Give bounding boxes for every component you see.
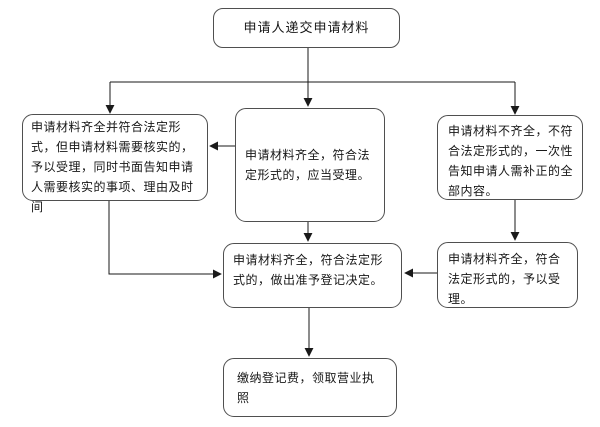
node-should-accept-label: 申请材料齐全，符合法定形式的，应当受理。 [245,148,371,182]
node-pay-fee-get-license-label: 缴纳登记费，领取营业执照 [237,371,375,405]
node-accept-with-verification: 申请材料齐全并符合法定形式，但申请材料需要核实的，予以受理，同时书面告知申请人需… [22,114,208,214]
node-grant-acceptance: 申请材料齐全，符合法定形式的，予以受理。 [437,242,578,308]
node-pay-fee-get-license: 缴纳登记费，领取营业执照 [223,358,397,417]
node-grant-acceptance-label: 申请材料齐全，符合法定形式的，予以受理。 [448,252,561,306]
connector-verify-to-decision [108,201,222,279]
node-registration-decision-label: 申请材料齐全，符合法定形式的，做出准予登记决定。 [233,253,384,287]
node-accept-with-verification-label: 申请材料齐全并符合法定形式，但申请材料需要核实的，予以受理，同时书面告知申请人需… [31,120,194,214]
node-submit-materials: 申请人递交申请材料 [213,8,400,48]
node-incomplete-materials-label: 申请材料不齐全，不符合法定形式的，一次性告知申请人需补正的全部内容。 [448,124,574,198]
node-incomplete-materials: 申请材料不齐全，不符合法定形式的，一次性告知申请人需补正的全部内容。 [437,115,583,200]
node-registration-decision: 申请材料齐全，符合法定形式的，做出准予登记决定。 [223,243,402,308]
node-submit-materials-label: 申请人递交申请材料 [243,20,370,35]
node-should-accept: 申请材料齐全，符合法定形式的，应当受理。 [235,108,385,222]
